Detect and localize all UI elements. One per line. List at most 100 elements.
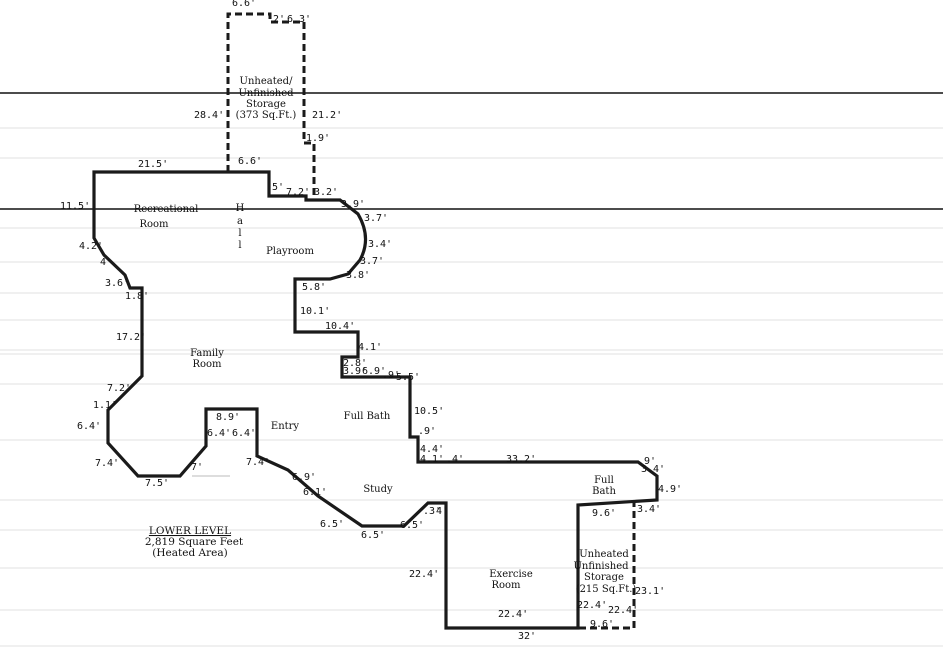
- dimension-label: 3.4': [637, 504, 661, 515]
- caption-title: LOWER LEVEL: [149, 525, 231, 537]
- dimension-label: 6.4': [232, 428, 256, 439]
- room-label: (373 Sq.Ft.): [236, 110, 297, 121]
- caption-note: (Heated Area): [152, 547, 227, 559]
- room-label: a: [237, 216, 243, 227]
- dimension-label: .9': [638, 456, 656, 467]
- dimension-label: 11.5': [60, 201, 90, 212]
- dimension-label: 5.5': [396, 372, 420, 383]
- dimension-label: 6.3': [287, 14, 311, 25]
- dimension-label: 3.9': [343, 366, 367, 377]
- dimension-label: 6.9': [292, 472, 316, 483]
- dimension-label: 22.4': [409, 569, 439, 580]
- paper-rulings: [0, 127, 943, 647]
- dimension-label: .3': [423, 506, 441, 517]
- dimension-label: 7.4': [95, 458, 119, 469]
- plan-caption: LOWER LEVEL 2,819 Square Feet (Heated Ar…: [145, 525, 244, 559]
- room-label: Unheated/: [240, 76, 294, 87]
- dimension-label: 3.6': [105, 278, 129, 289]
- room-label: Playroom: [266, 246, 314, 257]
- dimension-label: 33.2': [506, 454, 536, 465]
- dimension-label: 9.6': [590, 619, 614, 630]
- dimension-label: 17.2': [116, 332, 146, 343]
- dimension-label: 4': [436, 506, 448, 517]
- dimension-label: .9': [418, 426, 436, 437]
- upper-storage-outline: [226, 12, 316, 200]
- dimension-label: 4.9': [658, 484, 682, 495]
- dimension-labels: 6.6' 2' 6.3' 28.4' 21.2' 1.9' 21.5' 6.6'…: [60, 0, 682, 642]
- dimension-label: 10.4': [325, 321, 355, 332]
- dimension-label: 2.8': [343, 358, 367, 369]
- dimension-label: 10.5': [414, 406, 444, 417]
- dimension-label: 3.4': [368, 239, 392, 250]
- dimension-label: 4': [100, 257, 112, 268]
- dimension-label: 32': [518, 631, 536, 642]
- heated-area-outline: [92, 170, 659, 630]
- dimension-label: 7': [191, 462, 203, 473]
- room-labels: Unheated/ Unfinished Storage (373 Sq.Ft.…: [134, 76, 637, 595]
- dimension-label: 4.4': [420, 444, 444, 455]
- dimension-label: 21.2': [312, 110, 342, 121]
- room-label: Storage: [246, 99, 286, 110]
- dimension-label: 5.8': [302, 282, 326, 293]
- room-label: Full Bath: [344, 411, 391, 422]
- dimension-label: .4': [446, 454, 464, 465]
- dimension-label: 1.8': [125, 291, 149, 302]
- dimension-label: 6.5': [400, 520, 424, 531]
- dimension-label: 22.4': [577, 600, 607, 611]
- room-label: l: [238, 228, 241, 239]
- dimension-label: 3.8': [346, 270, 370, 281]
- room-label: Unfinished: [238, 88, 294, 99]
- dimension-label: 3.2': [314, 187, 338, 198]
- room-label: Storage: [584, 572, 624, 583]
- room-label: (215 Sq.Ft.): [576, 584, 637, 595]
- dimension-label: 6.4': [77, 421, 101, 432]
- dimension-label: 6.6': [232, 0, 256, 9]
- room-label: l: [238, 240, 241, 251]
- dimension-label: 21.5': [138, 159, 168, 170]
- room-label: Unheated: [579, 549, 629, 560]
- dimension-label: 9.6': [592, 508, 616, 519]
- dimension-label: 6.9': [362, 366, 386, 377]
- room-label: H: [236, 203, 245, 214]
- dimension-label: 4.1': [358, 342, 382, 353]
- dimension-label: 4.2': [79, 241, 103, 252]
- dimension-label: 22.4': [608, 605, 638, 616]
- dimension-label: 6.5': [361, 530, 385, 541]
- dimension-label: 22.4': [498, 609, 528, 620]
- dimension-label: 3.4': [641, 464, 665, 475]
- dimension-label: .9': [382, 370, 400, 381]
- dimension-label: 7.4': [246, 457, 270, 468]
- lower-storage-outline: [578, 500, 636, 630]
- room-label: Room: [192, 359, 222, 370]
- dimension-label: 8.9': [216, 412, 240, 423]
- dimension-label: 6.4': [207, 428, 231, 439]
- room-label: Family: [190, 348, 224, 359]
- room-label: Unfinished: [573, 561, 629, 572]
- room-label: Room: [139, 219, 169, 230]
- dimension-label: 2': [273, 14, 285, 25]
- room-label: Full: [594, 475, 614, 486]
- dimension-label: 28.4': [194, 110, 224, 121]
- dimension-label: 4.1': [420, 454, 444, 465]
- room-label: Recreational: [134, 204, 199, 215]
- dimension-label: 3.7': [364, 213, 388, 224]
- dimension-label: 7.2': [286, 187, 310, 198]
- dimension-label: 6.1': [303, 487, 327, 498]
- dimension-label: 7.5': [145, 478, 169, 489]
- dimension-label: 7.2': [107, 383, 131, 394]
- dimension-label: 10.1': [300, 306, 330, 317]
- dimension-label: 6.5': [320, 519, 344, 530]
- dimension-label: 6.6': [238, 156, 262, 167]
- dimension-label: 1.9': [306, 133, 330, 144]
- room-label: Entry: [271, 421, 300, 432]
- dimension-label: 3.7': [360, 256, 384, 267]
- room-label: Study: [363, 484, 393, 495]
- dimension-label: 23.1': [635, 586, 665, 597]
- room-label: Bath: [592, 486, 616, 497]
- dimension-label: 5': [272, 182, 284, 193]
- dimension-label: 1.1': [93, 400, 117, 411]
- caption-area: 2,819 Square Feet: [145, 536, 244, 548]
- room-label: Room: [491, 580, 521, 591]
- room-label: Exercise: [489, 569, 533, 580]
